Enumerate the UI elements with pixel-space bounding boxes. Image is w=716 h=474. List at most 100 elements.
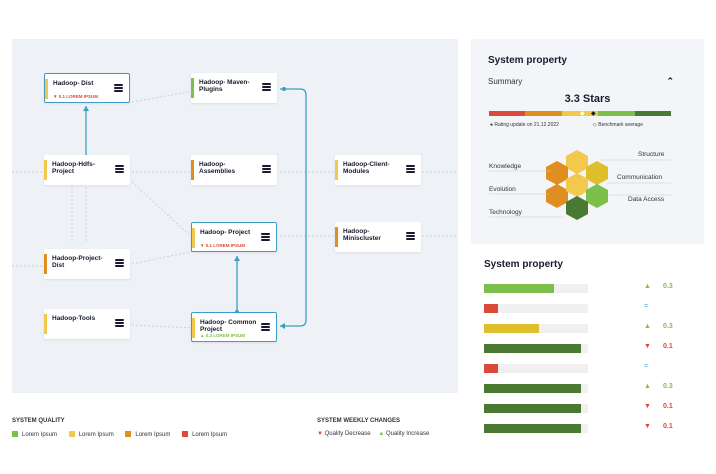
property-fill xyxy=(484,284,554,293)
server-icon xyxy=(261,233,270,243)
hex-cell xyxy=(566,150,588,174)
label-communication: Communication xyxy=(617,174,663,181)
property-row: ▼0.1 xyxy=(471,402,704,414)
node-name: Hadoop- Maven-Plugins xyxy=(199,79,250,93)
hex-cell xyxy=(546,184,568,208)
property-panel: System property ▲0.3=▲0.3▼0.1=▲0.3▼0.1▼0… xyxy=(471,251,704,441)
label-evolution: Evolution xyxy=(489,186,516,193)
legend-item: Lorem Ipsum xyxy=(68,431,114,438)
label-data-access: Data Access xyxy=(628,196,665,203)
graph-node[interactable]: Hadoop-Assemblies xyxy=(191,155,277,185)
hex-cell xyxy=(566,173,588,197)
server-icon xyxy=(406,165,415,175)
server-icon xyxy=(406,232,415,242)
server-icon xyxy=(261,323,270,333)
server-icon xyxy=(114,84,123,94)
trend-value: 0.3 xyxy=(663,283,673,290)
stars-rating: 3.3 Stars xyxy=(564,93,611,105)
node-quality-bar xyxy=(335,160,338,180)
hex-cell xyxy=(586,184,608,208)
system-quality-title: SYSTEM QUALITY xyxy=(12,418,65,424)
trend-value: 0.1 xyxy=(663,343,673,350)
rating-update: ● Rating update on 21.12.2022 xyxy=(490,122,559,128)
label-knowledge: Knowledge xyxy=(489,163,522,170)
weekly-changes-title: SYSTEM WEEKLY CHANGES xyxy=(317,418,401,424)
decrease-icon: ▼ xyxy=(317,431,323,437)
trend-value: 0.3 xyxy=(663,383,673,390)
property-fill xyxy=(484,404,581,413)
property-row: ▼ 0.1 xyxy=(471,422,704,434)
node-quality-bar xyxy=(44,254,47,274)
property-row: ▼0.1 xyxy=(471,342,704,354)
property-row: = xyxy=(471,302,704,314)
graph-node[interactable]: Hadoop- Project▼ 0.1 LOREM IPSUM xyxy=(191,222,277,252)
summary-panel: System property Summary ⌃ 3.3 Stars ◆ ◆ … xyxy=(471,39,704,244)
node-quality-bar xyxy=(44,160,47,180)
label-structure: Structure xyxy=(638,151,665,158)
collapse-icon[interactable]: ⌃ xyxy=(666,76,674,86)
graph-node[interactable]: Hadoop- Dist ▼ 0.1 LOREM IPSUM xyxy=(44,73,130,103)
trend-icon: = xyxy=(644,303,649,310)
property-fill xyxy=(484,384,581,393)
rating-marker-icon: ◆ xyxy=(591,111,596,117)
benchmark-average: ◇ Benchmark average xyxy=(593,122,643,128)
graph-node[interactable]: Hadoop-Project-Dist xyxy=(44,249,130,279)
legend-item: Lorem Ipsum xyxy=(125,431,170,438)
node-change: ▼ 0.1 LOREM IPSUM xyxy=(53,94,98,99)
node-quality-bar xyxy=(192,228,195,248)
trend-value: 0.3 xyxy=(663,323,673,330)
property-track xyxy=(484,304,588,313)
node-name: Hadoop- Common Project xyxy=(200,319,257,333)
node-name: Hadoop-Assemblies xyxy=(199,161,236,175)
property-track xyxy=(484,364,588,373)
server-icon xyxy=(262,83,271,93)
legend-item: Lorem Ipsum xyxy=(182,431,227,438)
summary-panel-title: System property xyxy=(488,55,567,66)
graph-node[interactable]: Hadoop- Maven-Plugins xyxy=(191,73,277,103)
graph-node[interactable]: Hadoop-Client-Modules xyxy=(335,155,421,185)
graph-node[interactable]: Hadoop- Common Project▲ 0.3 LOREM IPSUM xyxy=(191,312,277,342)
node-change: ▲ 0.3 LOREM IPSUM xyxy=(200,333,245,338)
trend-icon: ▼ xyxy=(644,423,651,430)
property-row: ▲0.3 xyxy=(471,322,704,334)
node-quality-bar xyxy=(192,318,195,338)
node-name: Hadoop-Miniscluster xyxy=(343,228,381,242)
property-fill xyxy=(484,364,498,373)
increase-icon: ▲ xyxy=(378,431,385,437)
graph-node[interactable]: Hadoop-Tools xyxy=(44,309,130,339)
property-track xyxy=(484,404,588,413)
node-name: Hadoop- Dist xyxy=(53,80,94,87)
property-track xyxy=(484,284,588,293)
hex-cell xyxy=(566,196,588,220)
property-fill xyxy=(484,324,540,333)
rating-scale-bar xyxy=(489,111,672,116)
node-name: Hadoop-Client-Modules xyxy=(343,161,390,175)
node-quality-bar xyxy=(335,227,338,247)
hex-cell xyxy=(586,161,608,185)
benchmark-marker-icon: ◆ xyxy=(580,111,585,117)
server-icon xyxy=(115,319,124,329)
graph-edges xyxy=(12,87,458,329)
graph-node[interactable]: Hadoop-Miniscluster xyxy=(335,222,421,252)
label-technology: Technology xyxy=(489,209,522,216)
property-fill xyxy=(484,304,498,313)
hex-cell xyxy=(546,161,568,185)
property-fill xyxy=(484,424,581,433)
property-row: ▲0.3 xyxy=(471,282,704,294)
node-change: ▼ 0.1 LOREM IPSUM xyxy=(200,243,245,248)
node-name: Hadoop-Tools xyxy=(52,315,96,322)
node-quality-bar xyxy=(191,78,194,98)
server-icon xyxy=(262,165,271,175)
trend-icon: ▼ xyxy=(644,403,651,410)
property-track xyxy=(484,384,588,393)
graph-node[interactable]: Hadoop-Hdfs-Project xyxy=(44,155,130,185)
quality-legend: Lorem Ipsum Lorem Ipsum Lorem Ipsum Lore… xyxy=(12,431,227,438)
trend-icon: = xyxy=(644,363,649,370)
property-track xyxy=(484,424,588,433)
trend-value: 0.1 xyxy=(663,423,673,430)
weekly-changes-legend: ▼ Quality Decrease ▲ Quality Increase xyxy=(317,431,430,437)
server-icon xyxy=(115,165,124,175)
node-name: Hadoop-Hdfs-Project xyxy=(52,161,95,175)
property-panel-title: System property xyxy=(484,259,563,270)
summary-label: Summary xyxy=(488,77,523,86)
